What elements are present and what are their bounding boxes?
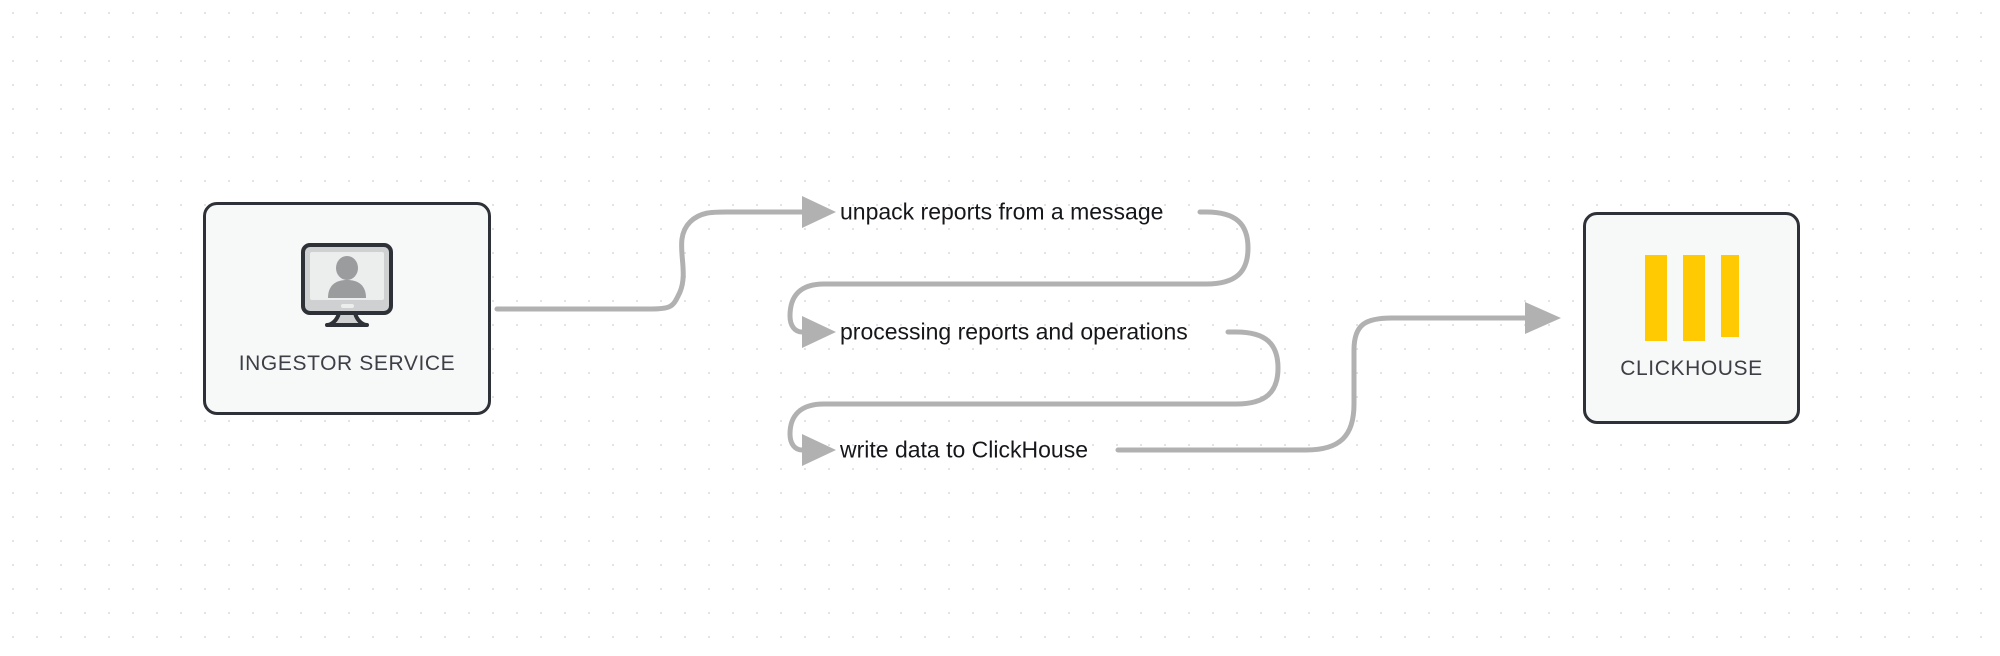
node-clickhouse[interactable]: CLICKHOUSE	[1583, 212, 1800, 424]
edge-arrowhead-write	[802, 434, 836, 466]
node-ingestor-service[interactable]: INGESTOR SERVICE	[203, 202, 491, 415]
clickhouse-bar-2	[1682, 255, 1705, 341]
clickhouse-bar-3	[1720, 255, 1739, 337]
edge-label-processing: processing reports and operations	[840, 318, 1188, 345]
edge-arrowhead-processing	[802, 316, 836, 348]
edge-path-unpack-return	[787, 209, 1251, 335]
edge-label-unpack: unpack reports from a message	[840, 198, 1164, 225]
edge-arrowhead-clickhouse	[1525, 302, 1561, 334]
edge-arrowhead-unpack	[802, 196, 836, 228]
clickhouse-bar-1	[1644, 255, 1667, 341]
monitor-user-icon	[297, 241, 397, 338]
edge-path-processing-return	[787, 329, 1281, 453]
node-label-clickhouse: CLICKHOUSE	[1620, 357, 1763, 380]
node-label-ingestor-service: INGESTOR SERVICE	[238, 352, 456, 375]
clickhouse-bars-icon	[1644, 255, 1739, 341]
edge-label-write: write data to ClickHouse	[840, 436, 1088, 463]
edge-path-unpack	[494, 209, 805, 312]
